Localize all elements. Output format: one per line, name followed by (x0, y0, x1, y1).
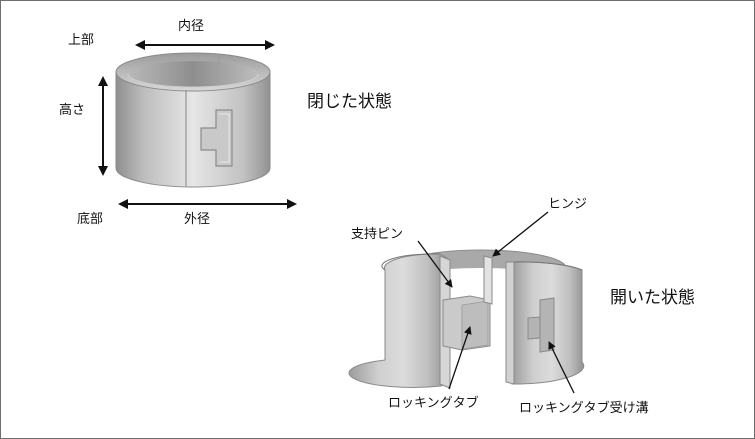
locking-tab-leader (448, 326, 472, 390)
top-label: 上部 (68, 33, 95, 48)
locking-tab-groove-leader (548, 341, 575, 394)
hinge-label: ヒンジ (548, 197, 588, 212)
open-state-label: 開いた状態 (610, 288, 695, 308)
leader-arrows (417, 211, 575, 394)
locking-tab-label: ロッキングタブ (388, 396, 479, 411)
closed-state-label: 閉じた状態 (307, 92, 392, 112)
support-pin-leader (417, 240, 453, 288)
support-pin-label: 支持ピン (351, 227, 404, 242)
height-label: 高さ (59, 103, 86, 118)
outer-diameter-label: 外径 (184, 212, 211, 227)
inner-diameter-label: 内径 (178, 19, 205, 34)
hinge-leader (492, 211, 549, 257)
bottom-label: 底部 (77, 212, 104, 227)
open-clamp (348, 249, 585, 389)
dimension-arrows (98, 40, 297, 209)
locking-tab-groove-label: ロッキングタブ受け溝 (519, 401, 649, 416)
closed-clamp (115, 52, 271, 188)
